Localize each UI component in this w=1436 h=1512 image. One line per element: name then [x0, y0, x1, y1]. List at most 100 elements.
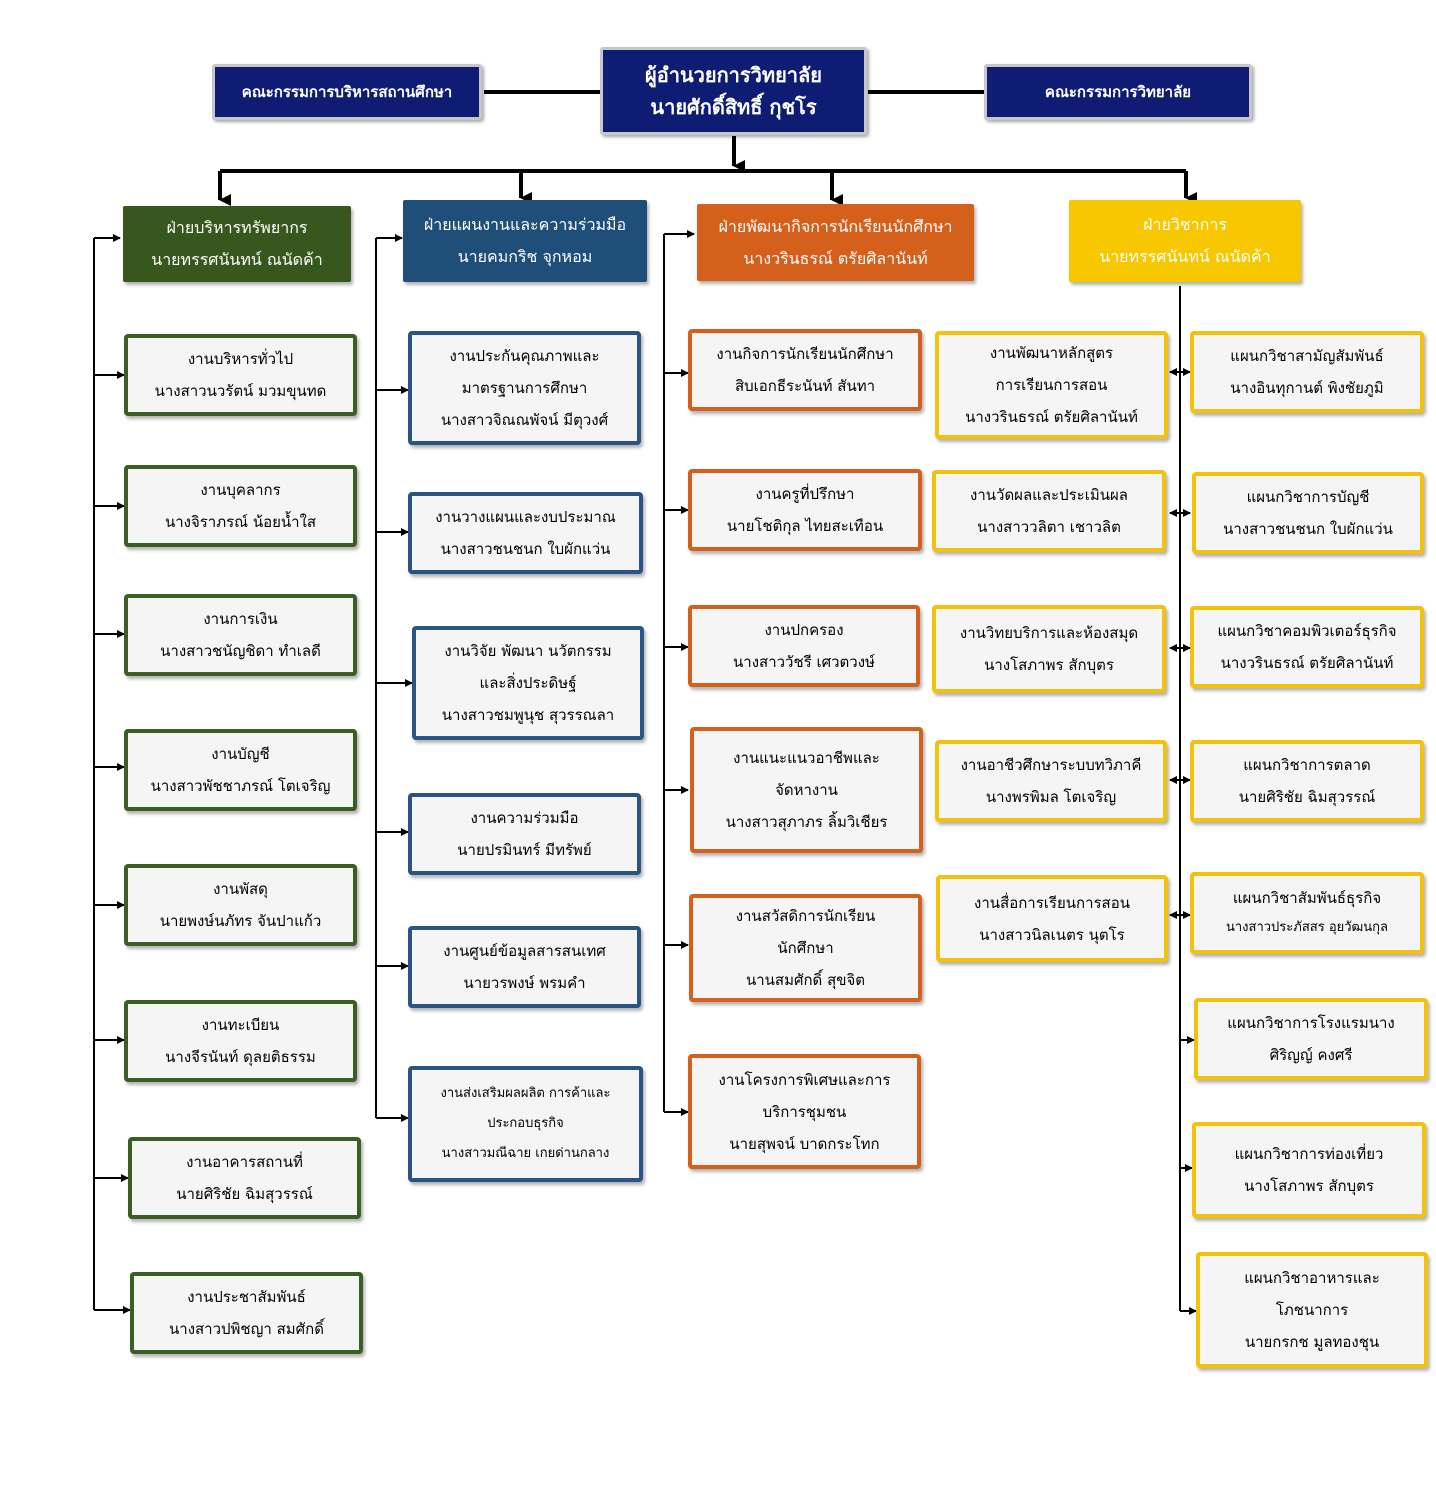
- academic-department-item: แผนกวิชาการตลาด นายศิริชัย ฉิมสุวรรณ์: [1190, 740, 1424, 822]
- division-head-name: นายทรรศนันทน์ ณนัดค้า: [1099, 247, 1271, 266]
- item-title: งานสื่อการเรียนการสอน: [974, 893, 1130, 912]
- item-person: นายปรมินทร์ มีทรัพย์: [457, 841, 592, 859]
- right-committee-label: คณะกรรมการวิทยาลัย: [1044, 83, 1192, 101]
- division-head-name: นายทรรศนันทน์ ณนัดค้า: [151, 250, 323, 269]
- student-item: งานกิจการนักเรียนนักศึกษา สิบเอกธีระนันท…: [688, 329, 922, 411]
- right-committee-box: คณะกรรมการวิทยาลัย: [984, 64, 1252, 120]
- student-item: งานปกครอง นางสาววัชรี เศวตวงษ์: [688, 605, 920, 687]
- item-title-2: มาตรฐานการศึกษา: [461, 379, 588, 397]
- item-title: งานวางแผนและงบประมาณ: [435, 508, 616, 526]
- item-title-2: โภชนาการ: [1275, 1301, 1349, 1319]
- item-title: งานบริหารทั่วไป: [187, 350, 294, 368]
- student-item: งานโครงการพิเศษและการ บริการชุมชน นายสุพ…: [688, 1054, 921, 1169]
- student-item: งานสวัสดิการนักเรียน นักศึกษา นานสมศักดิ…: [689, 894, 922, 1002]
- item-title-2: จัดหางาน: [775, 781, 838, 799]
- item-title: งานวิทยบริการและห้องสมุด: [959, 624, 1139, 642]
- item-person: นางจิราภรณ์ น้อยน้ำใส: [164, 513, 317, 531]
- item-person: นางสาวปพิชญา สมศักดิ์: [169, 1320, 324, 1338]
- item-person: นางโสภาพร สักบุตร: [1244, 1177, 1374, 1195]
- resources-item: งานบัญชี นางสาวพัชชาภรณ์ โตเจริญ: [124, 729, 357, 811]
- item-title: แผนกวิชาการโรงแรมนาง: [1227, 1014, 1395, 1032]
- academic-department-item: แผนกวิชาสัมพันธ์ธุรกิจ นางสาวประภัสสร อุ…: [1190, 872, 1424, 954]
- academic-department-item: แผนกวิชาคอมพิวเตอร์ธุรกิจ นางวรินธรณ์ ตร…: [1190, 606, 1424, 688]
- left-committee-box: คณะกรรมการบริหารสถานศึกษา: [212, 64, 482, 120]
- academic-department-item: แผนกวิชาการบัญชี นางสาวชนชนก ใบผักแว่น: [1192, 472, 1424, 554]
- division-academic-header: ฝ่ายวิชาการ นายทรรศนันทน์ ณนัดค้า: [1069, 200, 1301, 282]
- resources-item: งานทะเบียน นางจีรนันท์ ดุลยติธรรม: [124, 1000, 357, 1082]
- item-title: งานอาคารสถานที่: [186, 1153, 303, 1171]
- item-person: นางพรพิมล โตเจริญ: [985, 788, 1117, 806]
- item-person: นางอินทุกานต์ พิงชัยภูมิ: [1230, 379, 1384, 397]
- item-person: นางสาวชนชนก ใบผักแว่น: [1223, 520, 1393, 538]
- item-title: งานศูนย์ข้อมูลสารสนเทศ: [443, 942, 606, 960]
- division-title: ฝ่ายแผนงานและความร่วมมือ: [423, 215, 627, 234]
- item-person: นางวรินธรณ์ ตรัยศิลานันท์: [965, 408, 1138, 426]
- item-person: นางสาวประภัสสร อุยวัฒนกุล: [1225, 920, 1389, 935]
- item-person: นางวรินธรณ์ ตรัยศิลานันท์: [1220, 654, 1394, 672]
- item-person: นายกรกช มูลทองชุน: [1244, 1333, 1380, 1351]
- academic-work-item: งานอาชีวศึกษาระบบทวิภาคี นางพรพิมล โตเจร…: [935, 740, 1167, 822]
- resources-item: งานการเงิน นางสาวชนัญชิดา ทำเลดี: [124, 594, 357, 676]
- item-title: งานวัดผลและประเมินผล: [970, 486, 1128, 504]
- item-person: นายสุพจน์ บาดกระโทก: [729, 1134, 880, 1153]
- left-committee-label: คณะกรรมการบริหารสถานศึกษา: [241, 83, 453, 101]
- item-title: งานครูที่ปรึกษา: [755, 485, 855, 503]
- item-person: นางสาววลิตา เชาวลิต: [977, 518, 1121, 536]
- item-person: นางสาวสุภาภร ลิ้มวิเชียร: [725, 813, 888, 831]
- item-person: นายวรพงษ์ พรมคำ: [463, 974, 586, 992]
- division-head-name: นางวรินธรณ์ ตรัยศิลานันท์: [743, 248, 928, 268]
- item-title: งานประกันคุณภาพและ: [449, 347, 600, 365]
- item-title-2: การเรียนการสอน: [995, 376, 1108, 394]
- planning-item: งานวิจัย พัฒนา นวัตกรรม และสิ่งประดิษฐ์ …: [412, 626, 644, 740]
- director-title: ผู้อำนวยการวิทยาลัย: [644, 63, 822, 87]
- item-person: นางโสภาพร สักบุตร: [984, 656, 1114, 674]
- item-person: นางสาวชนัญชิดา ทำเลดี: [160, 642, 321, 660]
- item-title: แผนกวิชาการบัญชี: [1246, 488, 1370, 506]
- item-title-2: ประกอบธุรกิจ: [487, 1116, 564, 1131]
- item-title: งานบัญชี: [211, 745, 270, 763]
- item-person: นางสาวนิลเนตร นุตโร: [979, 925, 1125, 944]
- planning-item: งานวางแผนและงบประมาณ นางสาวชนชนก ใบผักแว…: [408, 492, 643, 574]
- item-person: นายพงษ์นภัทร จันปาแก้ว: [159, 912, 322, 930]
- item-title: แผนกวิชาสัมพันธ์ธุรกิจ: [1232, 889, 1382, 907]
- division-title: ฝ่ายบริหารทรัพยากร: [166, 218, 308, 237]
- item-title: งานบุคลากร: [200, 481, 281, 499]
- academic-work-item: งานพัฒนาหลักสูตร การเรียนการสอน นางวรินธ…: [935, 331, 1168, 439]
- item-person: นางสาวนวรัตน์ มวมขุนทด: [154, 382, 327, 400]
- academic-department-item: แผนกวิชาการโรงแรมนาง ศิริญญ์ คงศรี: [1194, 998, 1428, 1080]
- division-student-header: ฝ่ายพัฒนากิจการนักเรียนนักศึกษา นางวรินธ…: [697, 204, 974, 281]
- director-box: ผู้อำนวยการวิทยาลัย นายศักดิ์สิทธิ์ กุชโ…: [600, 47, 867, 135]
- academic-department-item: แผนกวิชาการท่องเที่ยว นางโสภาพร สักบุตร: [1192, 1122, 1426, 1218]
- item-person: นางสาวพัชชาภรณ์ โตเจริญ: [150, 777, 331, 795]
- planning-item: งานความร่วมมือ นายปรมินทร์ มีทรัพย์: [408, 793, 641, 875]
- academic-work-item: งานสื่อการเรียนการสอน นางสาวนิลเนตร นุตโ…: [936, 875, 1168, 962]
- resources-item: งานพัสดุ นายพงษ์นภัทร จันปาแก้ว: [124, 864, 357, 946]
- academic-department-item: แผนกวิชาสามัญสัมพันธ์ นางอินทุกานต์ พิงช…: [1190, 331, 1424, 413]
- planning-item: งานประกันคุณภาพและ มาตรฐานการศึกษา นางสา…: [408, 331, 641, 445]
- item-person: สิบเอกธีระนันท์ สันทา: [734, 377, 876, 395]
- item-title: แผนกวิชาการตลาด: [1243, 756, 1371, 774]
- resources-item: งานบริหารทั่วไป นางสาวนวรัตน์ มวมขุนทด: [124, 334, 357, 416]
- item-title: แผนกวิชาการท่องเที่ยว: [1234, 1145, 1384, 1163]
- academic-work-item: งานวัดผลและประเมินผล นางสาววลิตา เชาวลิต: [932, 470, 1166, 552]
- item-title: งานพัฒนาหลักสูตร: [989, 344, 1114, 362]
- item-title: งานความร่วมมือ: [470, 809, 579, 827]
- item-title: งานแนะแนวอาชีพและ: [733, 749, 880, 767]
- item-title: แผนกวิชาคอมพิวเตอร์ธุรกิจ: [1217, 622, 1397, 640]
- item-title-2: นักศึกษา: [777, 939, 834, 957]
- academic-work-item: งานวิทยบริการและห้องสมุด นางโสภาพร สักบุ…: [932, 605, 1166, 693]
- item-person: นายศิริชัย ฉิมสุวรรณ์: [1238, 788, 1376, 806]
- item-person: นานสมศักดิ์ สุขจิต: [745, 971, 866, 989]
- resources-item: งานบุคลากร นางจิราภรณ์ น้อยน้ำใส: [124, 465, 357, 547]
- item-person: นางสาวชมพูนุช สุวรรณลา: [441, 706, 615, 724]
- student-item: งานแนะแนวอาชีพและ จัดหางาน นางสาวสุภาภร …: [690, 727, 923, 853]
- resources-item: งานประชาสัมพันธ์ นางสาวปพิชญา สมศักดิ์: [130, 1272, 363, 1354]
- item-title-2: และสิ่งประดิษฐ์: [479, 674, 577, 692]
- item-title: งานโครงการพิเศษและการ: [718, 1070, 891, 1089]
- division-planning-header: ฝ่ายแผนงานและความร่วมมือ นายคมกริช จุกหอ…: [403, 200, 647, 282]
- item-person: นางสาวมณีฉาย เกยด่านกลาง: [441, 1146, 610, 1161]
- director-name: นายศักดิ์สิทธิ์ กุชโร: [650, 95, 817, 119]
- item-person: นางสาวชนชนก ใบผักแว่น: [440, 540, 611, 558]
- item-person: นางสาววัชรี เศวตวงษ์: [733, 653, 875, 671]
- division-title: ฝ่ายพัฒนากิจการนักเรียนนักศึกษา: [718, 216, 953, 236]
